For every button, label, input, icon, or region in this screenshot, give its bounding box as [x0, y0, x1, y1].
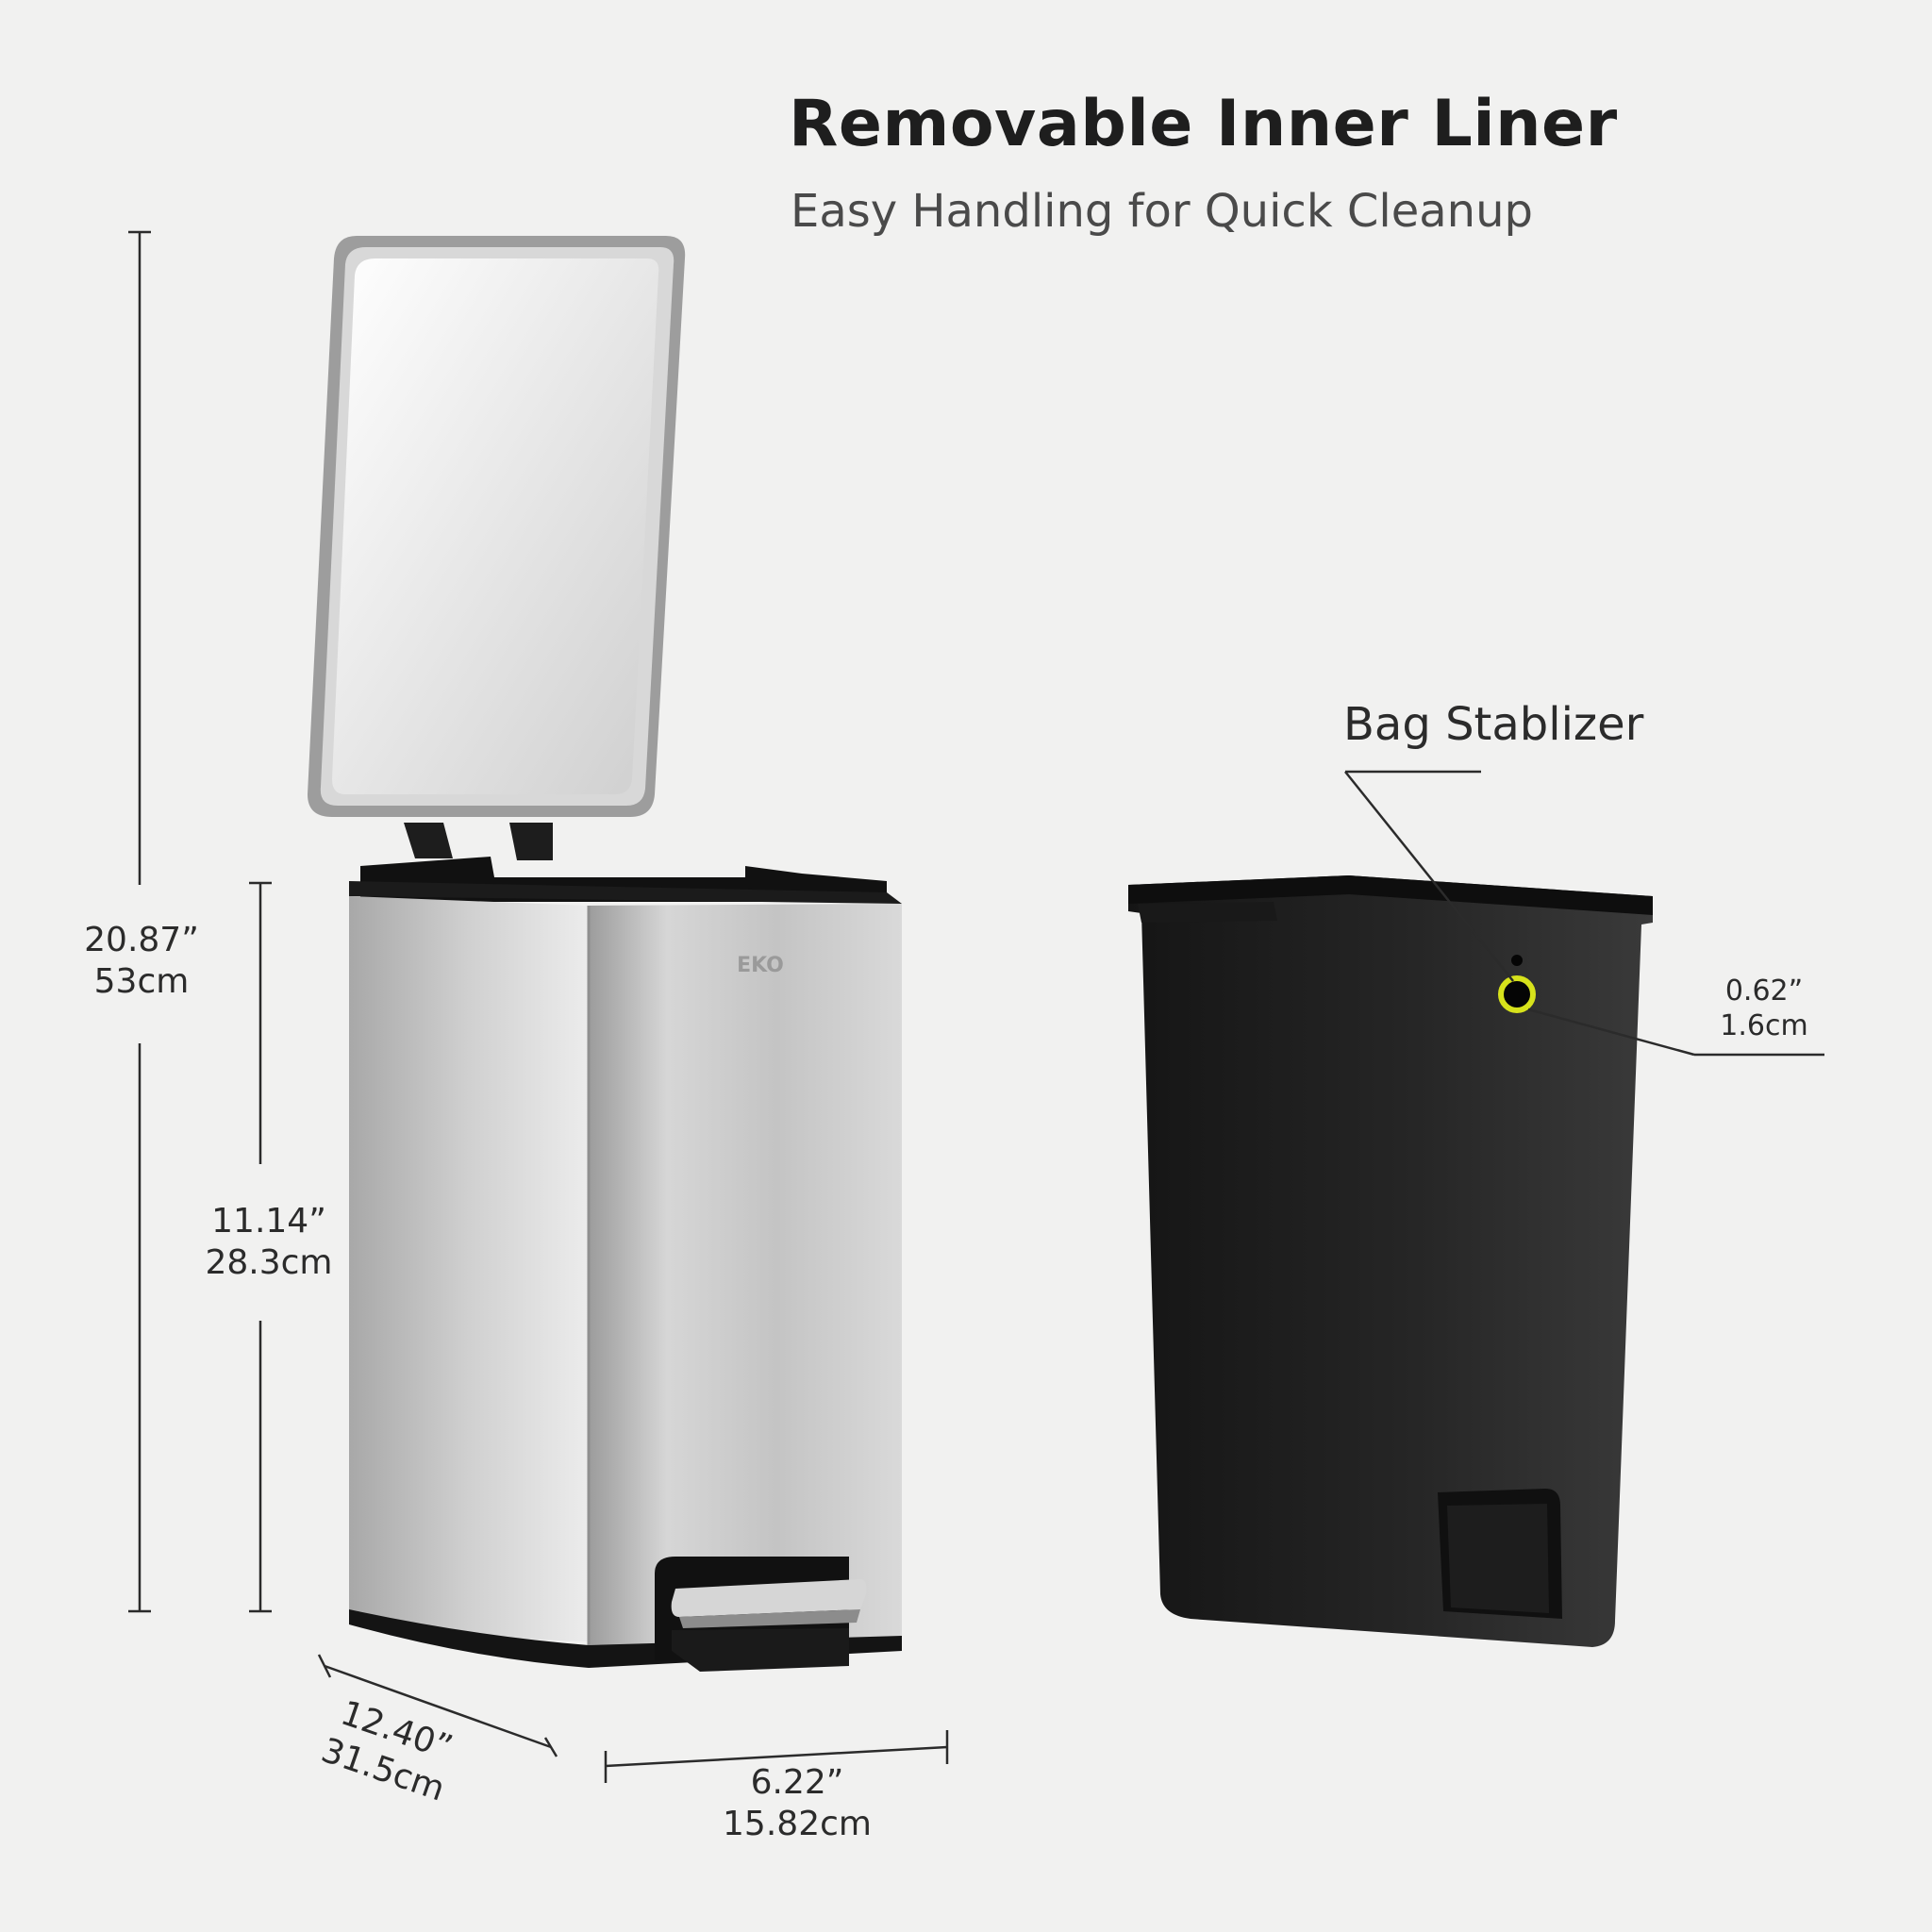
inner-height-metric: 28.3cm: [205, 1242, 333, 1282]
total-height-label: 20.87” 53cm: [75, 920, 208, 1003]
inner-height-imperial: 11.14”: [211, 1202, 326, 1241]
bag-stabilizer-hole: [1498, 975, 1536, 1013]
pedal: [655, 1557, 867, 1672]
page-title: Removable Inner Liner: [789, 87, 1618, 161]
inner-height-label: 11.14” 28.3cm: [189, 1201, 349, 1284]
page-subtitle: Easy Handling for Quick Cleanup: [791, 185, 1533, 238]
hole-size-metric: 1.6cm: [1720, 1008, 1808, 1042]
trash-can: EKO: [308, 236, 902, 1672]
total-height-metric: 53cm: [93, 961, 190, 1001]
total-height-imperial: 20.87”: [84, 921, 199, 959]
lid: [308, 236, 686, 860]
inner-liner: [1128, 875, 1653, 1647]
rim: [349, 857, 902, 904]
dimension-lines: [128, 230, 1824, 1783]
bag-stabilizer-label: Bag Stablizer: [1343, 698, 1644, 751]
width-label: 6.22” 15.82cm: [698, 1762, 896, 1845]
width-metric: 15.82cm: [723, 1804, 872, 1843]
brand-logo: EKO: [737, 954, 784, 977]
hole-size-label: 0.62” 1.6cm: [1707, 974, 1821, 1043]
hole-size-imperial: 0.62”: [1724, 974, 1804, 1008]
width-imperial: 6.22”: [750, 1763, 844, 1802]
pin-hole: [1511, 955, 1523, 966]
